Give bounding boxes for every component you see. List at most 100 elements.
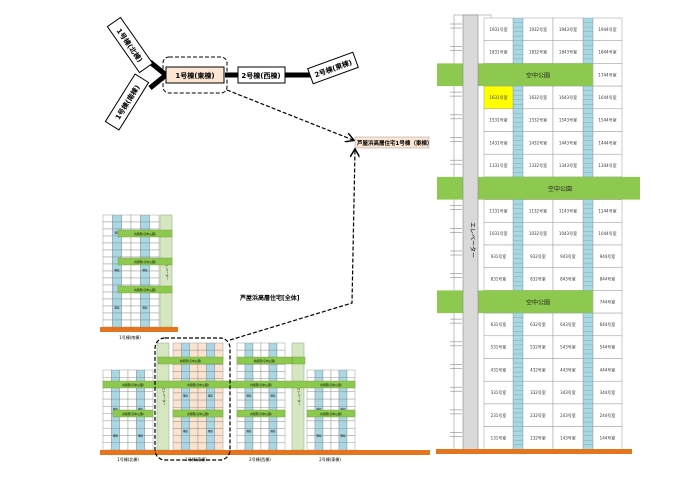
room-label: 1044号室 [598, 230, 616, 236]
unit-cell [276, 342, 286, 351]
unit-cell [172, 442, 182, 451]
unit-cell [252, 392, 262, 401]
unit-cell [149, 277, 160, 286]
stair-cell [181, 349, 190, 358]
stair-column [582, 108, 594, 132]
stair-cell [338, 420, 348, 429]
unit-cell [346, 442, 356, 451]
unit-cell [330, 420, 340, 429]
wing-east-label: 1号棟(東棟) [175, 71, 214, 80]
stair-label: 階段 [142, 268, 148, 272]
unit-cell [236, 421, 246, 429]
stair-cell [111, 442, 120, 451]
unit-cell [306, 398, 316, 407]
unit-cell [127, 435, 137, 443]
wing-north-box[interactable]: 1号棟(北棟) [106, 16, 154, 74]
park-floor [102, 380, 356, 389]
stair-cell [136, 442, 145, 451]
park-floor [117, 285, 173, 294]
unit-cell [346, 427, 356, 436]
room-label: 143号室 [560, 434, 576, 440]
stair-cell [268, 364, 278, 372]
unit-cell [149, 221, 160, 230]
unit-cell [276, 371, 286, 379]
stair-cell [268, 421, 278, 429]
unit-cell [214, 435, 224, 444]
stair-cell [140, 214, 150, 223]
unit-cell [121, 298, 132, 307]
wing-south-box[interactable]: 1号棟(南棟) [104, 73, 150, 131]
unit-cell [236, 371, 246, 379]
unit-cell [144, 420, 154, 429]
selection-outline-elevation [154, 337, 231, 461]
unit-cell [330, 391, 340, 400]
stair-label: 階段 [113, 434, 119, 438]
stair-cell [244, 349, 254, 358]
unit-cell [189, 371, 199, 379]
unit-cell [127, 398, 137, 407]
unit-cell [172, 421, 182, 429]
stair-cell [244, 435, 254, 444]
east2-box[interactable]: 2号棟(東棟) [307, 51, 359, 85]
room-label: 932号室 [530, 253, 546, 259]
stair-label: 階段 [316, 434, 322, 438]
stair-cell [181, 421, 190, 429]
unit-cell [322, 435, 332, 443]
park-floor [172, 409, 224, 418]
stair-cell [112, 249, 122, 258]
unit-cell [197, 349, 207, 358]
stair-cell [338, 398, 348, 407]
unit-cell [102, 235, 113, 244]
building-captions: 1号棟(南棟) 1号棟(北棟) 1号棟(東棟) 2号棟(西棟) 2号棟(東棟) [117, 334, 341, 462]
stair-label: 階段 [142, 305, 148, 309]
stair-cell [111, 398, 120, 407]
sky-park-label: 空中公園 [526, 298, 550, 306]
unit-cell [119, 391, 129, 400]
room-label: 1643号室 [559, 94, 577, 100]
unit-cell [252, 342, 262, 351]
unit-cell [322, 442, 332, 451]
park-label: 共用階(空中公園) [134, 288, 156, 292]
stair-cell [244, 364, 254, 372]
room-label: 1144号室 [598, 207, 616, 213]
stair-column [512, 381, 524, 405]
unit-cell [214, 428, 224, 436]
caption-west2: 2号棟(西棟) [249, 456, 271, 462]
unit-cell [330, 442, 340, 451]
room-label: 1143号室 [559, 207, 577, 213]
elevator-label: エレベーター [162, 387, 167, 405]
unit-cell [121, 249, 132, 258]
room-label: 1031号室 [489, 230, 507, 236]
unit-cell [197, 392, 207, 401]
unit-cell [189, 421, 199, 429]
sky-park-label: 空中公園 [526, 71, 550, 79]
unit-cell [144, 369, 154, 378]
unit-cell [119, 398, 129, 407]
unit-cell [172, 342, 182, 351]
unit-cell [197, 371, 207, 379]
unit-cell [127, 369, 137, 378]
unit-cell [276, 399, 286, 408]
sky-park [437, 63, 593, 87]
unit-cell [260, 399, 270, 408]
elevator-label: エレベーター [165, 262, 170, 280]
unit-cell [102, 256, 113, 265]
park-label: 共用階(空中公園) [134, 260, 156, 264]
park-label: 共用階(空中公園) [180, 359, 202, 363]
stair-column [582, 312, 594, 337]
unit-cell [322, 398, 332, 407]
stair-column [582, 381, 594, 405]
unit-cell [144, 442, 154, 451]
unit-cell [149, 298, 160, 307]
unit-cell [197, 428, 207, 436]
stair-cell [112, 214, 122, 223]
unit-cell [127, 427, 137, 436]
west2-box[interactable]: 2号棟(西棟) [237, 66, 286, 84]
room-label: 632号室 [530, 321, 546, 327]
stair-cell [244, 399, 254, 408]
wing-east-box[interactable]: 1号棟(東棟) [165, 66, 225, 84]
stair-column [512, 335, 524, 359]
unit-cell [252, 364, 262, 372]
park-label: 共用階(空中公園) [187, 412, 209, 416]
unit-cell [197, 435, 207, 444]
